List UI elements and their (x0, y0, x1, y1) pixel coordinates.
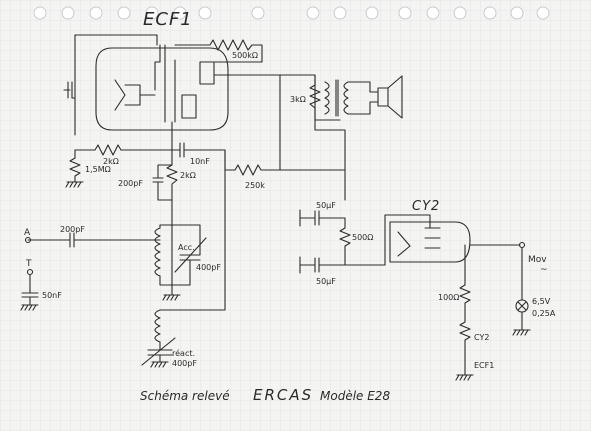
label-1-5M: 1,5MΩ (85, 165, 111, 174)
label-2k-top: 2kΩ (103, 157, 119, 166)
label-mains: Mov (528, 255, 547, 265)
tube-label-ecf1: ECF1 (143, 9, 193, 30)
wire-antenna-cap (63, 81, 76, 99)
label-acc: Acc. (178, 243, 195, 252)
ground-1-5M (65, 181, 84, 188)
label-250k: 250k (245, 181, 265, 190)
heater-cy2 (459, 309, 471, 351)
output-transformer-secondary (343, 81, 349, 115)
label-200pF-ant: 200pF (60, 225, 85, 234)
wire-antenna (27, 232, 161, 248)
label-50nF: 50nF (42, 291, 62, 300)
wire-b-plus (279, 74, 346, 201)
ground-lamp (512, 329, 531, 336)
label-antenna: A (24, 228, 31, 238)
triode-section (114, 79, 151, 111)
antenna-terminal[interactable] (24, 236, 32, 244)
capacitor-200pF-mid (152, 164, 173, 201)
resistor-2k-top (74, 144, 166, 156)
ground-50nF (20, 304, 39, 311)
label-400pF-react: 400pF (172, 359, 197, 368)
label-10nF: 10nF (190, 157, 210, 166)
transformer-core (335, 79, 339, 117)
ground-heater (455, 349, 474, 381)
reaction-capacitor (141, 337, 176, 366)
speaker-icon (377, 75, 403, 119)
reaction-coil (154, 309, 161, 343)
resistor-2k-mid (166, 164, 178, 201)
cy2-tube-envelope (389, 221, 471, 263)
pilot-lamp-cross (517, 301, 527, 331)
ecf1-tube-envelope (95, 47, 229, 131)
cy2-internals (384, 214, 441, 266)
capacitor-50uF-top (299, 210, 346, 226)
label-lamp-a: 0,25A (532, 309, 556, 318)
caption-left: Schéma relevé (140, 389, 230, 403)
caption-right: Modèle E28 (320, 389, 390, 403)
pentode-anode (199, 61, 215, 85)
label-2k-mid: 2kΩ (180, 171, 196, 180)
output-transformer-primary (324, 81, 330, 115)
label-mains-symbol: ~ (540, 265, 548, 275)
tuning-coil (154, 227, 161, 277)
label-200pF-mid: 200pF (118, 179, 143, 188)
caption-brand: ERCAS (253, 386, 313, 404)
resistor-1-5M (69, 149, 81, 183)
tube-label-cy2: CY2 (412, 199, 440, 214)
label-react: réact. (172, 348, 195, 358)
label-50uF-top: 50μF (316, 201, 336, 210)
wire-top-feed (74, 34, 158, 46)
label-400pF-tune: 400pF (196, 263, 221, 272)
label-lamp-v: 6,5V (532, 297, 551, 306)
resistor-500 (339, 217, 351, 266)
label-50uF-bot: 50μF (316, 277, 336, 286)
label-500k: 500kΩ (232, 51, 258, 60)
binder-holes (33, 6, 550, 20)
ground-tuning (162, 284, 181, 301)
resistor-3k (309, 74, 321, 121)
wire-reaction (159, 309, 173, 351)
label-500: 500Ω (352, 233, 373, 242)
resistor-500k (174, 39, 263, 63)
label-heater-cy2: CY2 (474, 333, 489, 342)
wire-right-mid (171, 149, 226, 311)
capacitor-50nF (21, 274, 39, 306)
resistor-250k (224, 149, 346, 176)
tube-internal-wires (149, 44, 176, 123)
label-100: 100Ω (438, 293, 459, 302)
wire-tuning-coil (159, 224, 201, 286)
tuning-capacitor (171, 237, 207, 286)
label-3k: 3kΩ (290, 95, 306, 104)
pentode-grid (181, 94, 197, 119)
label-heater-ecf1: ECF1 (474, 361, 494, 370)
ground-reaction (150, 361, 169, 368)
label-ground: T (25, 259, 32, 269)
wire-transformer-secondary (347, 81, 379, 115)
capacitor-50uF-bot (299, 257, 386, 273)
resistor-100 (459, 284, 471, 311)
